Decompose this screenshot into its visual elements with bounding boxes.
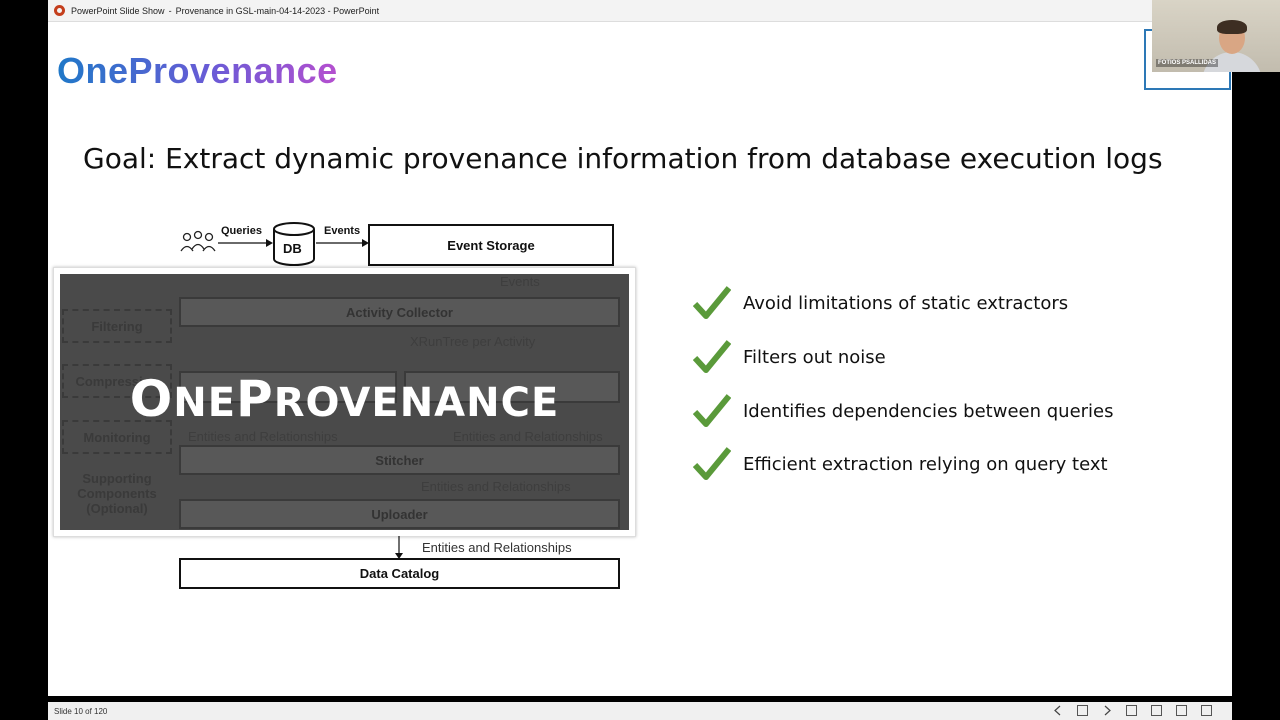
xruntree-label: XRunTree per Activity <box>410 334 536 349</box>
video-thumbnail-overlay[interactable]: Events Activity Collector XRunTree per A… <box>53 267 636 537</box>
brand-title: OneProvenance <box>57 50 338 91</box>
supporting-components-label: Supporting Components (Optional) <box>77 470 157 516</box>
check-text: Filters out noise <box>743 346 886 368</box>
ghost-events-label: Events <box>500 274 540 289</box>
uploader-box: Uploader <box>179 499 620 529</box>
events-arrow <box>316 239 369 247</box>
database-icon <box>273 222 315 266</box>
monitoring-box: Monitoring <box>62 420 172 454</box>
entities-upload-label: Entities and Relationships <box>422 540 572 555</box>
filtering-box: Filtering <box>62 309 172 343</box>
stitcher-box: Stitcher <box>179 445 620 475</box>
users-icon <box>180 230 216 252</box>
presenter-body <box>1202 52 1262 72</box>
slide-goal-heading: Goal: Extract dynamic provenance informa… <box>83 142 1163 175</box>
check-text: Identifies dependencies between queries <box>743 400 1114 422</box>
overlay-title-rovenance: ROVENANCE <box>273 380 560 426</box>
overlay-title-p: P <box>236 370 274 428</box>
entities-stitch-label: Entities and Relationships <box>421 479 571 494</box>
overlay-title: ONEPROVENANCE <box>60 370 629 428</box>
status-controls <box>1053 705 1212 716</box>
title-bar: PowerPoint Slide Show - Provenance in GS… <box>48 0 1232 22</box>
check-icon <box>693 286 731 319</box>
document-title: Provenance in GSL-main-04-14-2023 - Powe… <box>175 5 380 16</box>
entities-right-label: Entities and Relationships <box>453 429 603 444</box>
db-label: DB <box>283 241 302 256</box>
normal-view-icon[interactable] <box>1126 705 1137 716</box>
presenter-hair <box>1217 20 1247 34</box>
event-storage-box: Event Storage <box>368 224 614 266</box>
powerpoint-icon <box>54 5 65 16</box>
slide-sorter-icon[interactable] <box>1151 705 1162 716</box>
entities-left-label: Entities and Relationships <box>188 429 338 444</box>
webcam-feed: FOTIOS PSALLIDAS <box>1152 0 1280 72</box>
check-text: Avoid limitations of static extractors <box>743 292 1069 314</box>
queries-arrow <box>218 239 273 247</box>
check-item-4: Efficient extraction relying on query te… <box>693 447 1108 481</box>
events-label: Events <box>324 225 361 237</box>
compression-box: Compression <box>62 364 172 398</box>
previous-slide-icon[interactable] <box>1053 705 1063 716</box>
check-text: Efficient extraction relying on query te… <box>743 453 1108 475</box>
left-extractor-box <box>179 371 397 403</box>
data-catalog-box: Data Catalog <box>179 558 620 589</box>
check-item-2: Filters out noise <box>693 340 886 374</box>
slide-canvas[interactable]: OneProvenance Goal: Extract dynamic prov… <box>48 22 1232 696</box>
slideshow-icon[interactable] <box>1201 705 1212 716</box>
presenter-name: FOTIOS PSALLIDAS <box>1156 59 1219 67</box>
status-bar: Slide 10 of 120 <box>48 702 1232 720</box>
activity-collector-box: Activity Collector <box>179 297 620 327</box>
slide-counter: Slide 10 of 120 <box>54 706 108 716</box>
next-slide-icon[interactable] <box>1102 705 1112 716</box>
check-icon <box>693 447 731 480</box>
check-icon <box>693 340 731 373</box>
overlay-backdrop: Events Activity Collector XRunTree per A… <box>60 274 629 530</box>
right-extractor-box <box>404 371 620 403</box>
check-icon <box>693 394 731 427</box>
slide-menu-icon[interactable] <box>1077 705 1088 716</box>
reading-view-icon[interactable] <box>1176 705 1187 716</box>
overlay-title-ne: NE <box>173 380 237 426</box>
upload-arrow <box>395 536 403 559</box>
check-item-3: Identifies dependencies between queries <box>693 394 1114 428</box>
title-separator: - <box>168 5 172 16</box>
app-name: PowerPoint Slide Show <box>71 5 165 16</box>
queries-label: Queries <box>221 225 262 237</box>
overlay-title-o: O <box>129 370 174 428</box>
check-item-1: Avoid limitations of static extractors <box>693 286 1068 320</box>
